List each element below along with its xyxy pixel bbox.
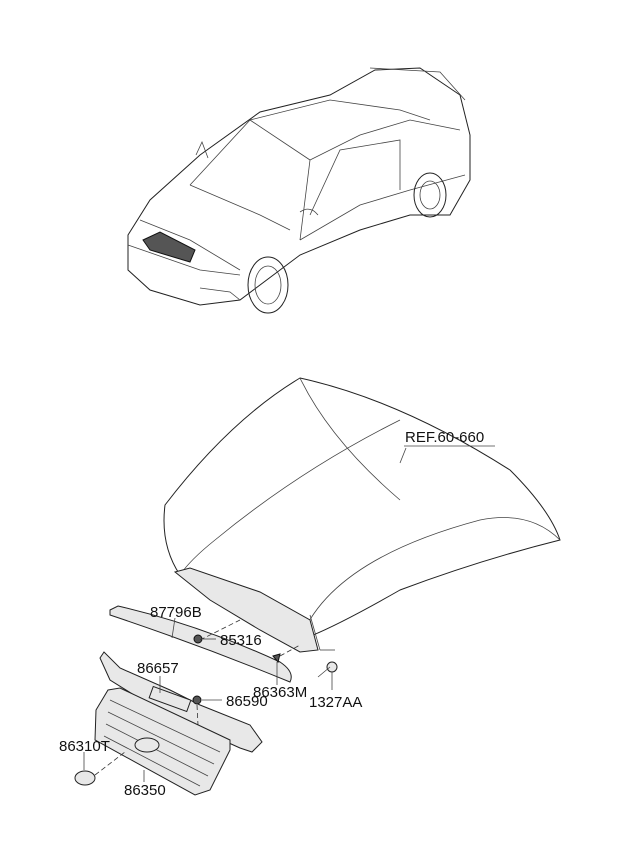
grille-part [94, 687, 231, 796]
emblem-part [74, 770, 96, 786]
part-label-86590[interactable]: 86590 [226, 693, 268, 710]
car-illustration [127, 67, 471, 314]
part-label-86310T[interactable]: 86310T [59, 738, 110, 755]
part-label-86657[interactable]: 86657 [137, 660, 179, 677]
hood-illustration [163, 377, 561, 653]
clip-85316 [193, 634, 203, 644]
part-label-87796B[interactable]: 87796B [150, 604, 202, 621]
nut-1327AA [326, 661, 338, 673]
reference-label: REF.60-660 [405, 429, 484, 446]
part-label-1327AA[interactable]: 1327AA [309, 694, 362, 711]
clip-86590 [192, 695, 202, 705]
part-label-85316[interactable]: 85316 [220, 632, 262, 649]
part-label-86363M[interactable]: 86363M [253, 684, 307, 701]
molding-part [109, 605, 292, 683]
clip-86363M [272, 653, 281, 664]
part-label-86350[interactable]: 86350 [124, 782, 166, 799]
